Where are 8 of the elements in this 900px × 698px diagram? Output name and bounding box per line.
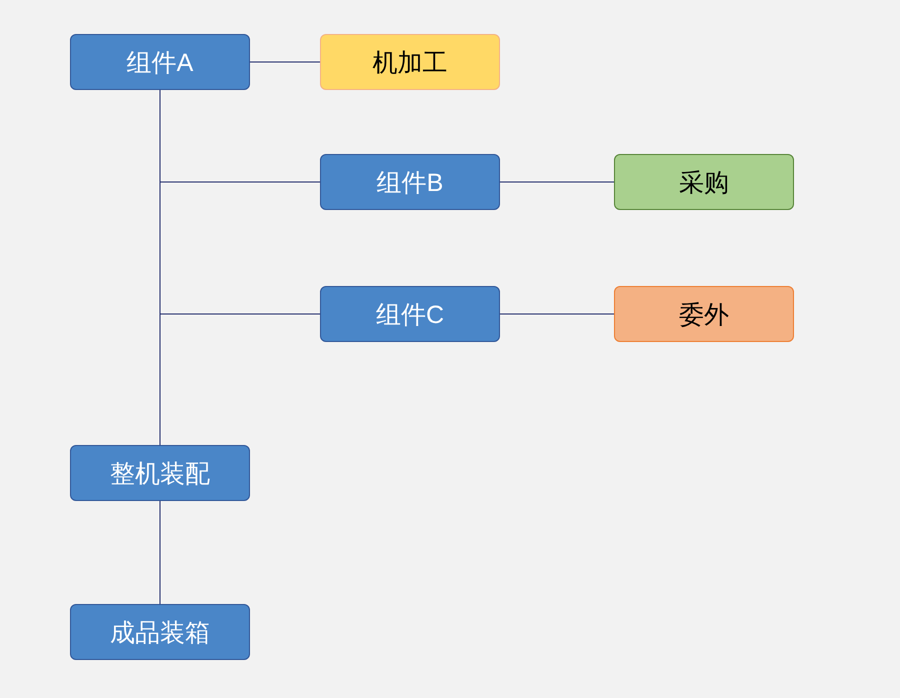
process-box: 组件C	[320, 286, 500, 342]
process-box: 整机装配	[70, 445, 250, 501]
process-box: 组件A	[70, 34, 250, 90]
process-box: 采购	[614, 154, 794, 210]
process-box: 机加工	[320, 34, 500, 90]
process-box: 委外	[614, 286, 794, 342]
process-box: 组件B	[320, 154, 500, 210]
process-box: 成品装箱	[70, 604, 250, 660]
